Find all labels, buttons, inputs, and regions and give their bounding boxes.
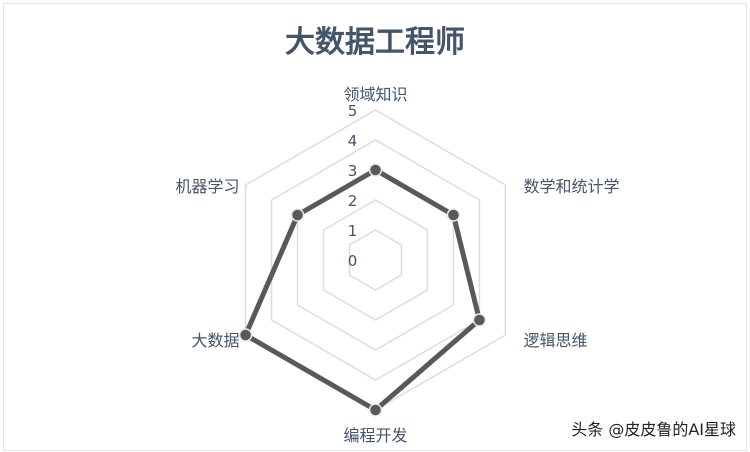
axis-label: 数学和统计学 — [524, 177, 620, 196]
data-point — [238, 328, 253, 342]
data-point — [446, 208, 461, 222]
data-point — [472, 313, 487, 327]
grid-ring-4 — [270, 139, 481, 381]
axis-label: 机器学习 — [175, 177, 239, 196]
data-point — [290, 208, 305, 222]
grid-ring-2 — [322, 199, 429, 321]
watermark: 头条 @皮皮鲁的AI星球 — [571, 420, 736, 439]
data-point — [368, 403, 383, 417]
grid-ring-1 — [348, 229, 403, 291]
grid-ring-3 — [296, 169, 455, 351]
axis-label: 逻辑思维 — [524, 331, 588, 350]
axis-label: 领域知识 — [343, 85, 407, 104]
axis-label: 大数据 — [191, 331, 239, 350]
data-point — [368, 163, 383, 177]
tick-label: 0 — [348, 252, 358, 270]
chart-title: 大数据工程师 — [285, 25, 465, 60]
axis-label: 编程开发 — [343, 426, 407, 445]
tick-label: 2 — [348, 192, 358, 210]
series-line — [243, 167, 482, 413]
tick-label: 4 — [348, 132, 358, 150]
tick-label: 5 — [348, 102, 358, 120]
tick-label: 1 — [348, 222, 358, 240]
chart-frame — [3, 3, 747, 451]
tick-label: 3 — [348, 162, 358, 180]
